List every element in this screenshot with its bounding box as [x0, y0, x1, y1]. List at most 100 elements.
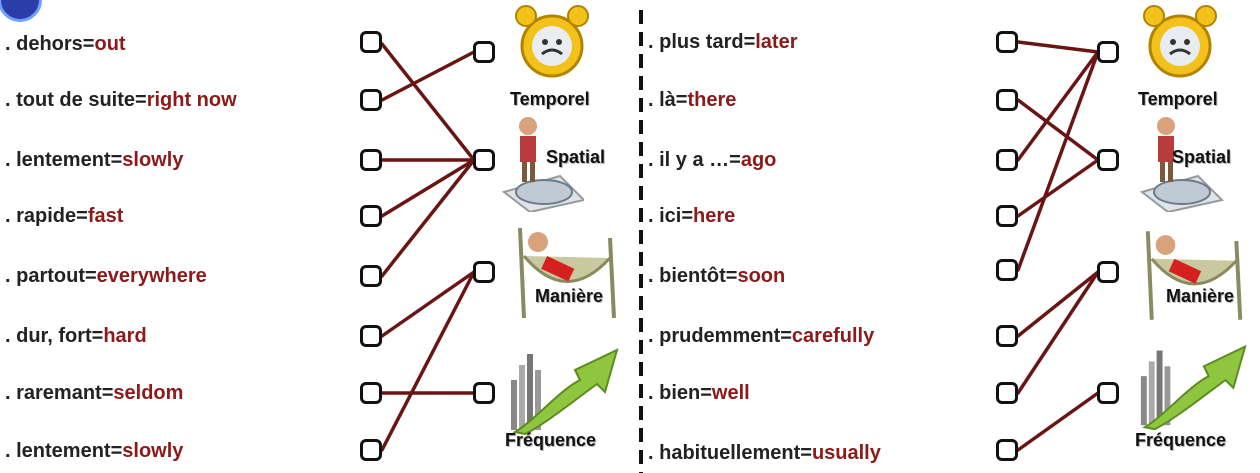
- link-habituellement-frequence: [1016, 391, 1100, 452]
- french-word: . il y a …=: [648, 149, 741, 171]
- right-item: . habituellement=usually: [648, 438, 881, 468]
- french-word: . lentement=: [5, 440, 123, 462]
- french-word: . habituellement=: [648, 442, 812, 464]
- right-item-checkbox[interactable]: [996, 382, 1018, 404]
- left-item: . raremant=seldom: [5, 378, 183, 408]
- category-checkbox-temporel[interactable]: [1097, 41, 1119, 63]
- english-word: slowly: [122, 440, 184, 462]
- link-la-spatial: [1016, 98, 1100, 162]
- category-checkbox-temporel[interactable]: [473, 41, 495, 63]
- left-item: . partout=everywhere: [5, 261, 207, 291]
- link-plustard-temporel: [1016, 40, 1100, 54]
- left-item: . dehors=out: [5, 29, 126, 59]
- link-bientot-temporel: [1016, 50, 1100, 272]
- category-label-frequence: Fréquence: [1135, 430, 1227, 450]
- left-item-checkbox[interactable]: [360, 31, 382, 53]
- right-item-checkbox[interactable]: [996, 439, 1018, 461]
- left-item-checkbox[interactable]: [360, 265, 382, 287]
- link-prudemment-maniere: [1016, 270, 1100, 338]
- category-label-spatial: Spatial: [546, 147, 606, 167]
- english-word: later: [755, 31, 798, 53]
- french-word: . bien=: [648, 382, 712, 404]
- left-item-checkbox[interactable]: [360, 205, 382, 227]
- english-word: slowly: [122, 149, 184, 171]
- category-checkbox-frequence[interactable]: [1097, 382, 1119, 404]
- left-item-checkbox[interactable]: [360, 439, 382, 461]
- french-word: . plus tard=: [648, 31, 756, 53]
- center-divider: [639, 10, 643, 473]
- left-item: . tout de suite=right now: [5, 85, 237, 115]
- link-rapide-spatial: [380, 158, 476, 218]
- english-word: usually: [811, 442, 881, 464]
- growth-chart-icon: [511, 348, 619, 435]
- english-word: carefully: [791, 325, 875, 347]
- right-item-checkbox[interactable]: [996, 31, 1018, 53]
- english-word: ago: [740, 149, 777, 171]
- right-item: . bientôt=soon: [648, 261, 785, 291]
- alarm-clock-icon: [1143, 5, 1217, 78]
- category-checkbox-maniere[interactable]: [473, 261, 495, 283]
- french-word: . lentement=: [5, 149, 123, 171]
- french-word: . ici=: [648, 205, 694, 227]
- category-label-spatial: Spatial: [1172, 147, 1232, 167]
- link-bien-maniere: [1016, 270, 1100, 395]
- right-item-checkbox[interactable]: [996, 205, 1018, 227]
- english-word: there: [687, 89, 737, 111]
- french-word: . bientôt=: [648, 265, 738, 287]
- exercise-number-badge: [0, 0, 42, 22]
- french-word: . prudemment=: [648, 325, 792, 347]
- right-item: . bien=well: [648, 378, 750, 408]
- link-lentement2-maniere: [380, 270, 476, 452]
- category-label-temporel: Temporel: [1138, 89, 1218, 109]
- right-item: . ici=here: [648, 201, 735, 231]
- category-checkbox-maniere[interactable]: [1097, 261, 1119, 283]
- compass-person-icon: [1139, 117, 1224, 212]
- left-item: . dur, fort=hard: [5, 321, 147, 351]
- right-item-checkbox[interactable]: [996, 149, 1018, 171]
- left-item: . rapide=fast: [5, 201, 123, 231]
- english-word: well: [711, 382, 750, 404]
- hammock-person-icon: [1145, 231, 1243, 320]
- alarm-clock-icon: [515, 5, 589, 78]
- english-word: fast: [87, 205, 124, 227]
- left-item-checkbox[interactable]: [360, 382, 382, 404]
- english-word: right now: [146, 89, 237, 111]
- english-word: seldom: [113, 382, 184, 404]
- right-item: . là=there: [648, 85, 736, 115]
- english-word: here: [693, 205, 736, 227]
- category-label-temporel: Temporel: [510, 89, 590, 109]
- right-item-checkbox[interactable]: [996, 259, 1018, 281]
- left-item-checkbox[interactable]: [360, 325, 382, 347]
- link-dehors-spatial: [380, 42, 476, 162]
- link-toutdesuite-temporel: [380, 50, 476, 102]
- right-item: . il y a …=ago: [648, 145, 776, 175]
- category-checkbox-spatial[interactable]: [1097, 149, 1119, 171]
- left-item: . lentement=slowly: [5, 436, 183, 466]
- category-label-frequence: Fréquence: [505, 430, 597, 450]
- category-checkbox-spatial[interactable]: [473, 149, 495, 171]
- compass-person-icon: [501, 117, 584, 212]
- french-word: . partout=: [5, 265, 97, 287]
- french-word: . tout de suite=: [5, 89, 147, 111]
- french-word: . dur, fort=: [5, 325, 104, 347]
- link-dur-maniere: [380, 270, 476, 338]
- link-ilya-temporel: [1016, 50, 1100, 162]
- left-item: . lentement=slowly: [5, 145, 183, 175]
- right-item-checkbox[interactable]: [996, 325, 1018, 347]
- left-item-checkbox[interactable]: [360, 89, 382, 111]
- french-word: . rapide=: [5, 205, 88, 227]
- left-item-checkbox[interactable]: [360, 149, 382, 171]
- french-word: . dehors=: [5, 33, 95, 55]
- right-item-checkbox[interactable]: [996, 89, 1018, 111]
- right-item: . plus tard=later: [648, 27, 798, 57]
- english-word: everywhere: [96, 265, 207, 287]
- hammock-person-icon: [518, 228, 616, 318]
- category-label-maniere: Manière: [535, 286, 604, 306]
- category-checkbox-frequence[interactable]: [473, 382, 495, 404]
- english-word: hard: [103, 325, 147, 347]
- link-ici-spatial: [1016, 158, 1100, 218]
- growth-chart-icon: [1140, 344, 1247, 431]
- right-item: . prudemment=carefully: [648, 321, 874, 351]
